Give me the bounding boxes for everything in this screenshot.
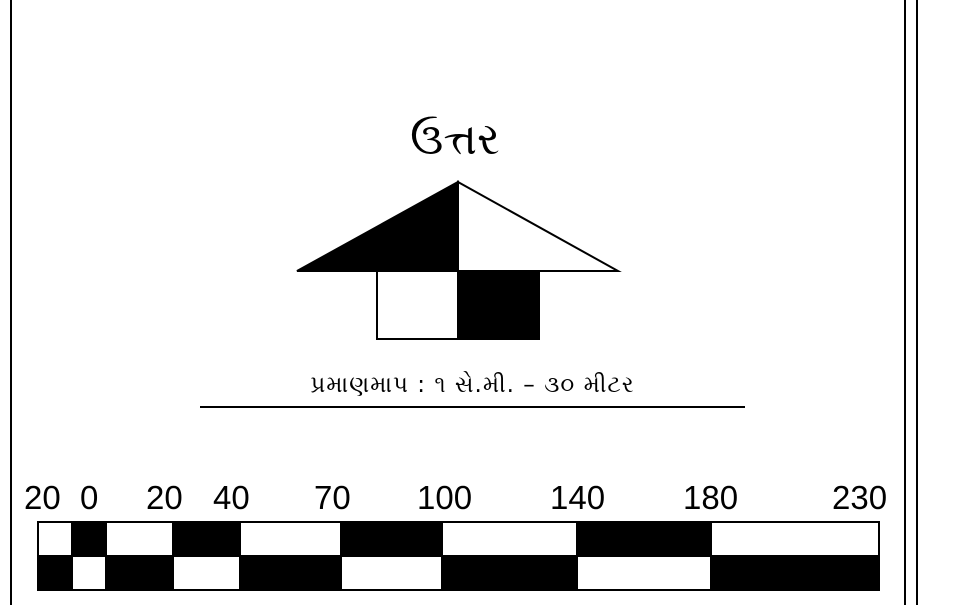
scale-segment xyxy=(172,521,241,557)
tick-label: 180 xyxy=(683,479,739,516)
scale-segment xyxy=(441,521,578,557)
scale-segment xyxy=(105,521,174,557)
scale-bar-bottom-row xyxy=(37,555,880,591)
scale-segment xyxy=(71,521,107,557)
scale-segment xyxy=(576,521,712,557)
scale-segment xyxy=(710,521,880,557)
tick-label: 100 xyxy=(417,479,473,516)
tick-label: 70 xyxy=(314,479,351,516)
north-arrow-base-right xyxy=(457,270,540,340)
scale-segment xyxy=(172,555,241,591)
scale-segment xyxy=(441,555,578,591)
north-label: ઉત્તર xyxy=(410,114,500,165)
scale-segment xyxy=(239,555,342,591)
scale-caption-underline xyxy=(200,406,745,408)
tick-label: 40 xyxy=(213,479,250,516)
scale-bar-top-row xyxy=(37,521,880,557)
tick-label: 140 xyxy=(550,479,606,516)
scale-segment xyxy=(37,521,73,557)
scale-tick-labels: 20 0 20 40 70 100 140 180 230 xyxy=(0,478,962,522)
north-arrow-base-left xyxy=(376,270,459,340)
tick-label: 0 xyxy=(80,479,99,516)
tick-label: 20 xyxy=(146,479,183,516)
frame-right-border-inner xyxy=(916,0,918,605)
scale-segment xyxy=(340,555,443,591)
scale-segment xyxy=(37,555,73,591)
frame-left-border xyxy=(10,0,12,605)
scale-segment xyxy=(340,521,443,557)
scale-segment xyxy=(710,555,880,591)
scale-segment xyxy=(576,555,712,591)
tick-label: 230 xyxy=(832,479,888,516)
scale-segment xyxy=(239,521,342,557)
scale-segment xyxy=(71,555,107,591)
frame-right-border-outer xyxy=(904,0,906,605)
scale-segment xyxy=(105,555,174,591)
scale-caption: પ્રમાણમાપ : ૧ સે.મી. – ૩૦ મીટર xyxy=(310,372,635,398)
tick-label: 20 xyxy=(24,479,61,516)
